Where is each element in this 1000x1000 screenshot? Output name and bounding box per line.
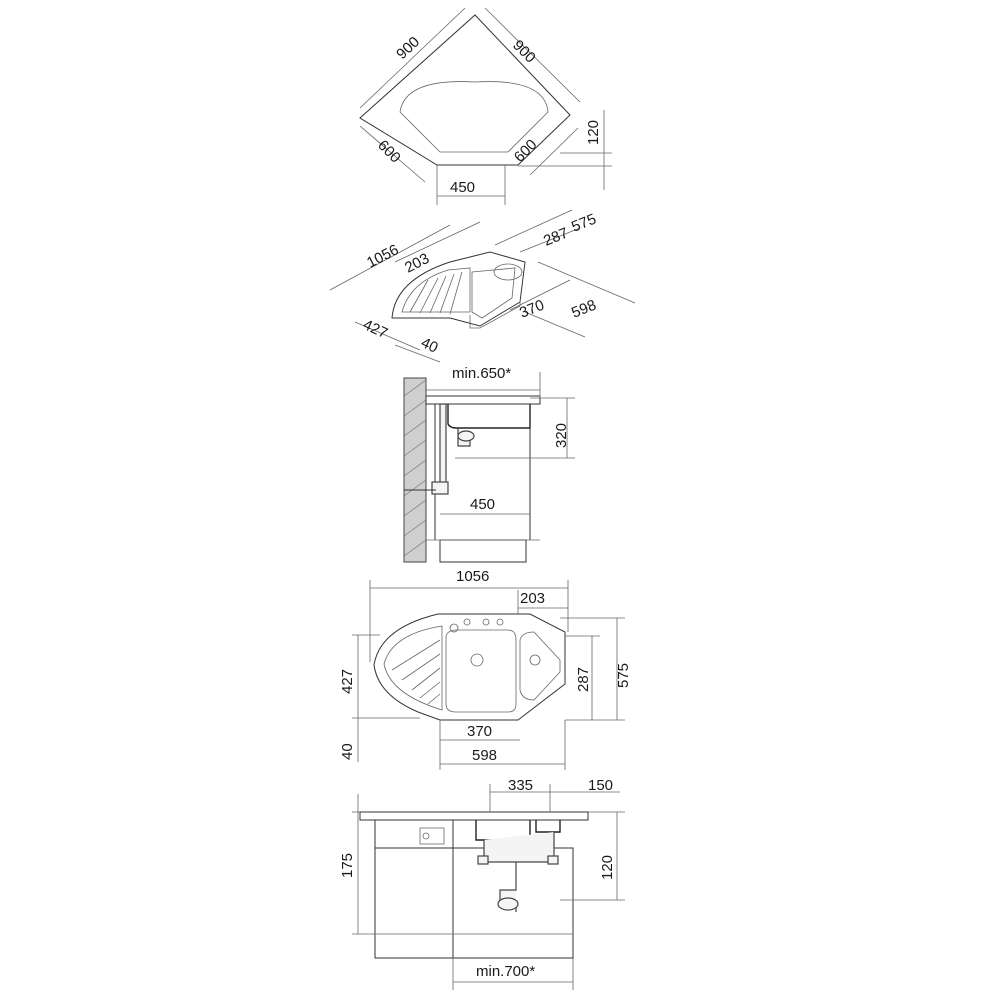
iso-dim-287: 287 [541,225,571,250]
top-plan-dim-900-right: 900 [509,37,539,67]
front-dim-min700: min.700* [476,963,535,980]
plan-dim-40: 40 [339,743,356,760]
isometric-view: 1056 203 575 287 370 598 427 40 [329,209,636,363]
plan-dim-203: 203 [520,590,545,607]
iso-dim-203: 203 [402,250,432,277]
front-dim-150: 150 [588,777,613,794]
top-plan-dim-900-left: 900 [393,33,423,63]
front-dim-335: 335 [508,777,533,794]
plan-dim-598: 598 [472,747,497,764]
plan-dim-370: 370 [467,723,492,740]
front-dim-175: 175 [339,853,356,878]
section-dim-450: 450 [470,496,495,513]
corner-top-plan-view: 900 900 600 600 120 450 [359,7,612,205]
plan-dim-1056: 1056 [456,568,489,585]
section-dim-320: 320 [553,423,570,448]
section-dim-min650: min.650* [452,365,511,382]
iso-dim-1056: 1056 [364,241,401,271]
iso-dim-427: 427 [360,316,390,342]
iso-dim-40: 40 [418,334,440,356]
front-section-view: 335 150 175 120 min.700* [339,777,625,990]
top-plan-dim-450: 450 [450,179,475,196]
plan-dim-575: 575 [615,663,632,688]
plan-dim-287: 287 [575,667,592,692]
plan-dim-427: 427 [339,669,356,694]
front-dim-120: 120 [599,855,616,880]
iso-dim-575: 575 [569,211,599,236]
cabinet-section-view: min.650* 320 450 [403,365,575,563]
wall-hatch [403,377,427,563]
top-plan-dim-600-left: 600 [374,137,404,167]
top-plan-dim-600-right: 600 [511,136,541,166]
sink-plan-view: 1056 203 427 287 575 40 370 598 [339,568,632,770]
top-plan-dim-120: 120 [585,120,602,145]
iso-dim-598: 598 [569,297,599,322]
iso-dim-370: 370 [517,297,547,322]
